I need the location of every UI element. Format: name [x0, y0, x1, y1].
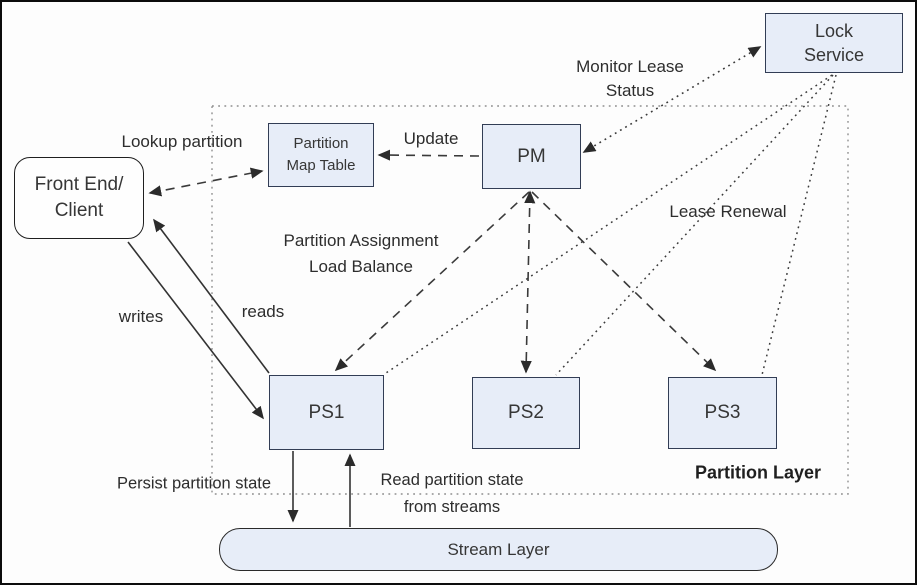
- edge-pm-ps3: [531, 191, 717, 372]
- label-monitor-lease-status: Monitor Lease Status: [576, 55, 684, 103]
- node-partition-map-table: Partition Map Table: [268, 123, 374, 187]
- label-read-state-line-1: Read partition state: [380, 471, 524, 489]
- edge-reads: [153, 218, 270, 374]
- label-monitor-lease-line-2: Status: [605, 81, 655, 100]
- label-lookup-partition: Lookup partition: [121, 132, 243, 151]
- label-partition-assignment: Partition Assignment Load Balance: [284, 228, 439, 280]
- node-lock-service: Lock Service: [765, 13, 903, 73]
- edge-lease-ps3: [761, 74, 837, 376]
- node-pm: PM: [482, 124, 581, 189]
- node-lock-service-label-1: Lock: [814, 21, 854, 41]
- edge-pm-ps2: [520, 190, 536, 374]
- label-partition-layer: Partition Layer: [694, 462, 822, 483]
- node-ps3-label: PS3: [704, 402, 741, 424]
- node-stream-layer-label: Stream Layer: [447, 539, 550, 559]
- node-ps2-label: PS2: [508, 402, 544, 424]
- edge-lease-ps1: [385, 74, 833, 374]
- node-ps2: PS2: [472, 377, 580, 449]
- node-ps1: PS1: [269, 375, 384, 450]
- partition-layer-boundary: [211, 105, 849, 495]
- node-stream-layer: Stream Layer: [219, 528, 778, 571]
- edge-lease-ps2: [555, 74, 834, 376]
- edge-lookup-partition: [148, 167, 264, 197]
- label-read-state-line-2: from streams: [403, 498, 501, 516]
- node-ps1-label: PS1: [308, 401, 345, 423]
- label-lease-renewal: Lease Renewal: [669, 202, 787, 221]
- node-front-end-client: Front End/ Client: [14, 157, 144, 239]
- node-front-end-label-2: Client: [54, 200, 104, 221]
- edge-update: [377, 149, 480, 161]
- label-read-partition-state: Read partition state from streams: [380, 467, 523, 521]
- label-persist-partition-state: Persist partition state: [116, 474, 272, 493]
- edge-monitor-lease: [582, 46, 762, 153]
- node-partition-map-table-label-1: Partition: [293, 135, 349, 152]
- node-partition-map-table-label-2: Map Table: [286, 157, 356, 174]
- node-pm-label: PM: [517, 145, 546, 167]
- label-writes: writes: [118, 307, 164, 326]
- label-partition-assignment-line-1: Partition Assignment: [283, 231, 439, 250]
- label-reads: reads: [241, 302, 285, 321]
- node-lock-service-label-2: Service: [803, 45, 865, 65]
- label-partition-assignment-line-2: Load Balance: [309, 257, 413, 276]
- edge-pm-ps1: [334, 191, 530, 372]
- node-ps3: PS3: [668, 377, 777, 449]
- node-front-end-label-1: Front End/: [34, 174, 124, 195]
- label-update: Update: [403, 129, 459, 148]
- edge-writes: [127, 241, 264, 420]
- label-monitor-lease-line-1: Monitor Lease: [576, 57, 684, 76]
